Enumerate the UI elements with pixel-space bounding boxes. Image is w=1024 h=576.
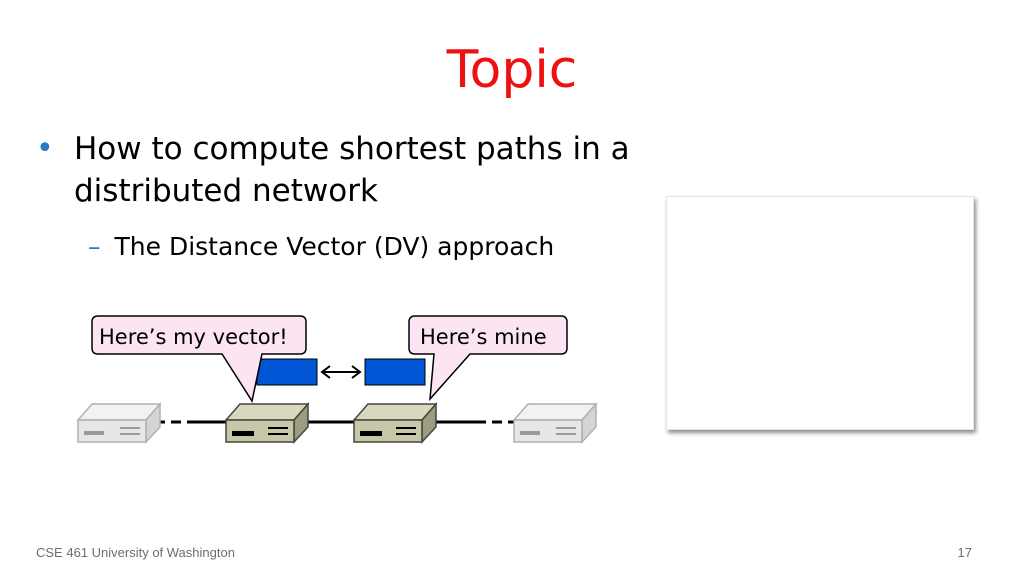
vector-box-right xyxy=(365,359,425,385)
callout-right: Here’s mine xyxy=(409,316,567,399)
router-icon-center-left xyxy=(226,404,308,442)
exchange-arrow-icon xyxy=(322,366,360,378)
page-number: 17 xyxy=(958,545,972,560)
router-icon-left-faded xyxy=(78,404,160,442)
router-icon-right-faded xyxy=(514,404,596,442)
vector-box-left xyxy=(257,359,317,385)
footer-course: CSE 461 University of Washington xyxy=(36,545,235,560)
callout-left-text: Here’s my vector! xyxy=(99,325,288,349)
router-icon-center-right xyxy=(354,404,436,442)
callout-right-text: Here’s mine xyxy=(420,325,547,349)
